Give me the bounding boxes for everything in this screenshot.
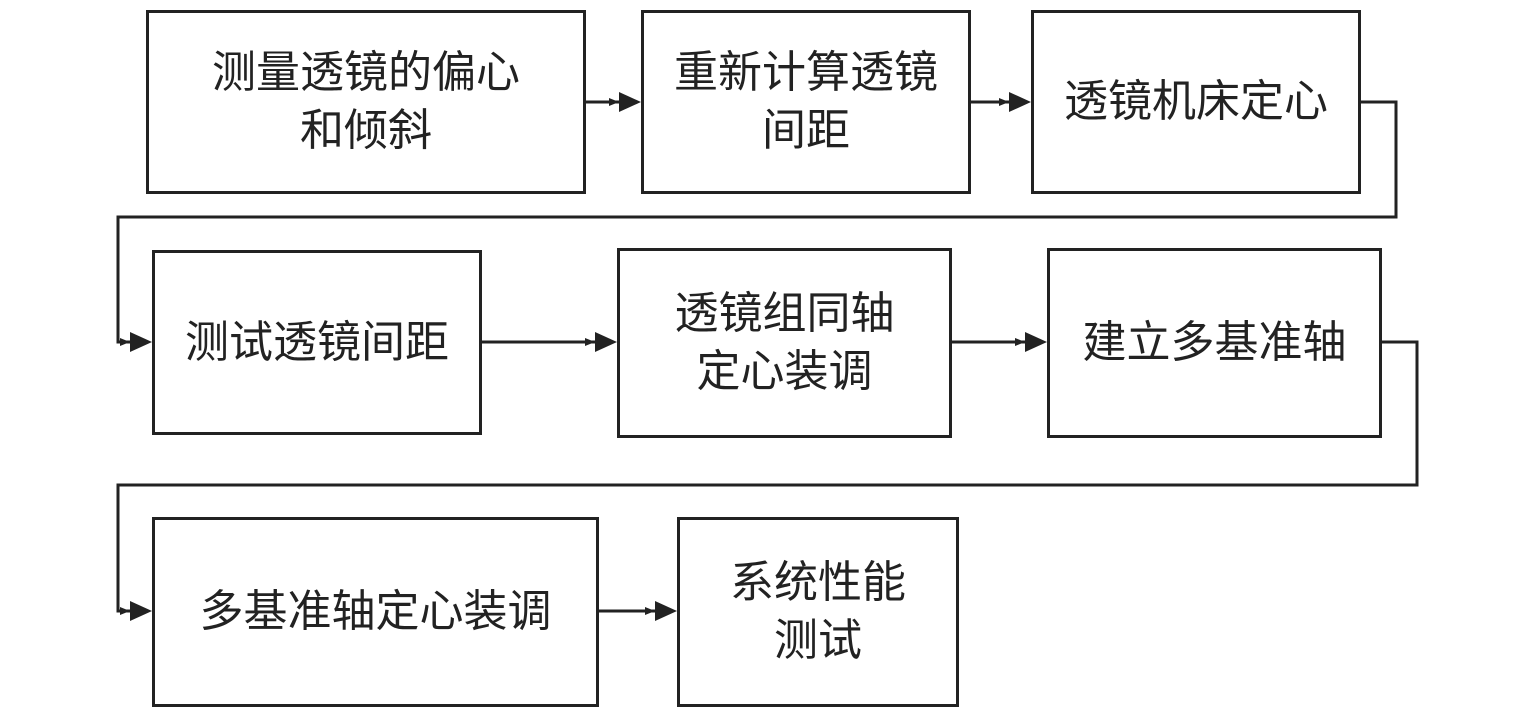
arrowhead-5 — [1025, 332, 1047, 352]
step-label-line1: 重新计算透镜 — [674, 47, 938, 98]
step-multi-axis-centering-assembly: 多基准轴定心装调 — [152, 517, 599, 707]
step-label-line1: 透镜机床定心 — [1064, 76, 1328, 127]
step-lens-lathe-centering: 透镜机床定心 — [1031, 10, 1361, 194]
arrowhead-1 — [619, 92, 641, 112]
step-system-performance-test: 系统性能 测试 — [677, 517, 959, 707]
step-recalculate-lens-spacing: 重新计算透镜 间距 — [641, 10, 971, 194]
arrowhead-3 — [130, 332, 152, 352]
step-establish-multi-reference-axes: 建立多基准轴 — [1047, 248, 1382, 438]
step-label-line1: 测量透镜的偏心 — [212, 47, 520, 98]
arrowhead-2 — [1009, 92, 1031, 112]
step-coaxial-centering-assembly: 透镜组同轴 定心装调 — [617, 248, 952, 438]
arrow-step6-to-step7 — [116, 340, 1419, 615]
step-label-line2: 间距 — [762, 105, 850, 156]
step-label-line1: 多基准轴定心装调 — [199, 586, 552, 637]
step-measure-lens-decenter-tilt: 测量透镜的偏心 和倾斜 — [146, 10, 586, 194]
step-label-line1: 测试透镜间距 — [185, 316, 449, 368]
arrowhead-6 — [130, 601, 152, 621]
step-label-line2: 测试 — [774, 615, 862, 666]
step-label-line1: 透镜组同轴 — [674, 288, 895, 339]
arrowhead-4 — [595, 332, 617, 352]
step-label-line2: 和倾斜 — [300, 105, 432, 156]
arrow-step3-to-step4 — [116, 100, 1398, 346]
step-test-lens-spacing: 测试透镜间距 — [152, 250, 482, 435]
step-label-line2: 定心装调 — [696, 346, 873, 397]
step-label-line1: 系统性能 — [730, 557, 906, 608]
arrowhead-7 — [655, 601, 677, 621]
step-label-line1: 建立多基准轴 — [1082, 317, 1347, 368]
